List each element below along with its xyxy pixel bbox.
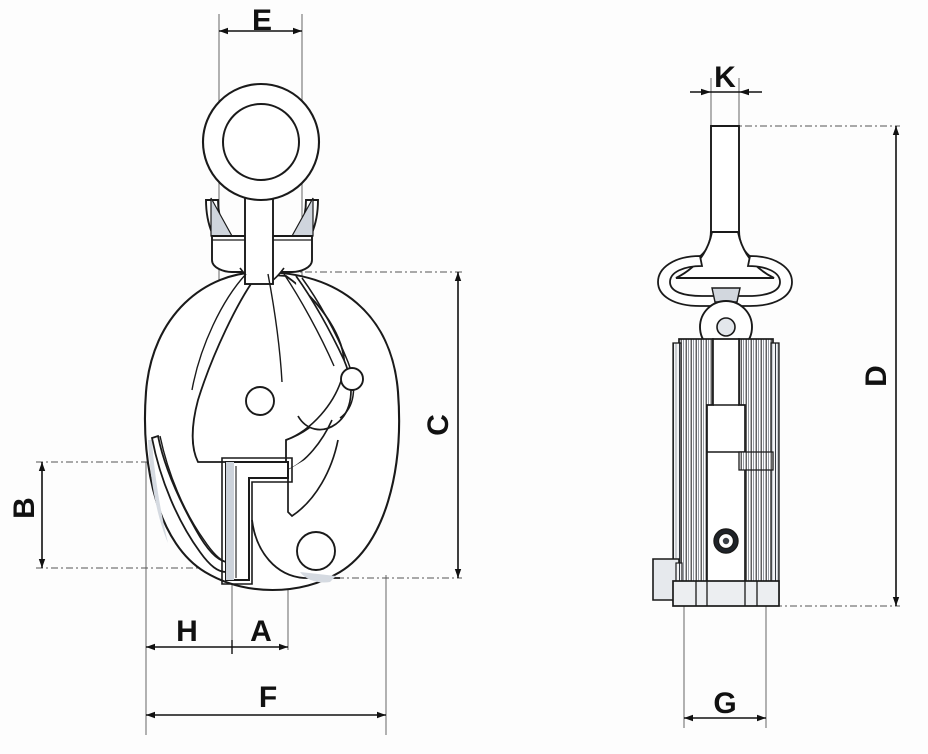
cam-lever bbox=[191, 273, 355, 518]
dimension-label-H: H bbox=[176, 615, 198, 648]
center-web bbox=[706, 338, 746, 605]
dimension-label-A: A bbox=[250, 615, 272, 648]
base-block-divisions bbox=[695, 581, 758, 606]
pivot-boss-hole bbox=[716, 317, 736, 337]
dimension-K: K bbox=[690, 61, 762, 96]
lower-jaw bbox=[251, 519, 340, 583]
lifting-ring bbox=[201, 82, 321, 202]
dimension-label-B: B bbox=[8, 497, 41, 519]
jaw-shadow bbox=[300, 572, 336, 583]
jaw-roller bbox=[296, 531, 336, 571]
dimension-label-E: E bbox=[252, 4, 272, 37]
dimension-G: G bbox=[684, 687, 766, 722]
dimension-label-F: F bbox=[259, 681, 277, 714]
jaw-shade bbox=[226, 462, 234, 580]
side-view: K D G bbox=[652, 61, 900, 728]
side-plate-outer-right bbox=[770, 342, 780, 602]
jaw-slot bbox=[221, 457, 293, 585]
link-shade bbox=[711, 287, 741, 303]
web-step-right bbox=[738, 451, 774, 471]
dimension-D: D bbox=[860, 126, 900, 606]
dimension-H-A: H A bbox=[146, 615, 288, 654]
body-seams bbox=[191, 273, 335, 391]
cam-pivot-hole bbox=[245, 386, 275, 416]
dimension-F: F bbox=[146, 681, 386, 719]
dimension-label-G: G bbox=[713, 687, 736, 720]
dimension-E: E bbox=[219, 4, 302, 37]
dimension-B: B bbox=[8, 462, 46, 568]
front-view: E C B H A F bbox=[8, 4, 462, 735]
dimension-label-D: D bbox=[860, 365, 893, 387]
dimension-label-K: K bbox=[714, 61, 736, 94]
body-shadow-left bbox=[148, 440, 168, 543]
base-block bbox=[672, 580, 780, 607]
cam-secondary-hole bbox=[340, 367, 364, 391]
ring-bore bbox=[222, 103, 300, 181]
dimension-C: C bbox=[422, 272, 462, 578]
dimension-label-C: C bbox=[422, 414, 455, 436]
